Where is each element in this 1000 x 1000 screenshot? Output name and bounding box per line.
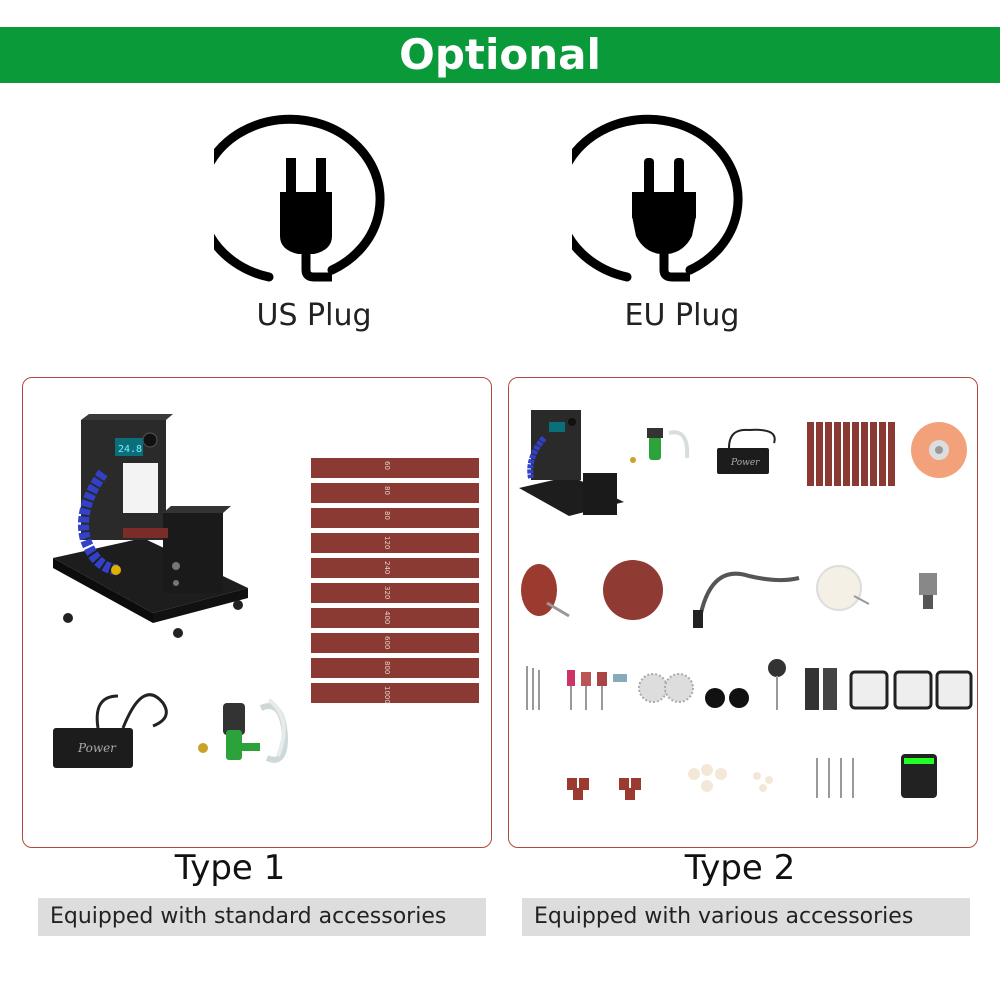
eu-plug-label: EU Plug bbox=[624, 298, 740, 333]
sanding-belt-grit-label: 320 bbox=[383, 586, 391, 599]
type-1-title: Type 1 bbox=[174, 848, 286, 888]
sanding-belt-small bbox=[870, 422, 877, 486]
sanding-belt-grit-label: 800 bbox=[383, 661, 391, 674]
polishing-compound-green bbox=[901, 754, 937, 798]
type-2-description: Equipped with various accessories bbox=[522, 898, 970, 936]
sanding-belt bbox=[311, 633, 479, 653]
type-2-accessories-image: Power bbox=[519, 410, 973, 800]
sanding-belts-small bbox=[807, 422, 895, 486]
sanding-belt-small bbox=[834, 422, 841, 486]
sanding-belt-grit-label: 1000 bbox=[383, 686, 391, 704]
sanding-belt-grit-label: 80 bbox=[383, 486, 391, 495]
power-adapter-small-label: Power bbox=[730, 458, 760, 468]
sanding-belt bbox=[311, 508, 479, 528]
sanding-belt-small bbox=[816, 422, 823, 486]
type-2-title: Type 2 bbox=[684, 848, 796, 888]
sanding-belt-grit-label: 60 bbox=[383, 461, 391, 470]
sanding-belt bbox=[311, 583, 479, 603]
sanding-belt-grit-label: 120 bbox=[383, 536, 391, 549]
polishing-compound-jars bbox=[849, 670, 973, 710]
type-1-accessories-image: 24.8 60 80 80 120 240 320 400 600 800 1000 Power bbox=[53, 414, 479, 768]
sanding-blocks bbox=[805, 668, 837, 710]
drill-bits-set bbox=[526, 666, 540, 710]
power-adapter-label: Power bbox=[77, 741, 117, 755]
cutoff-wheels bbox=[705, 688, 749, 708]
felt-polishing-wheels bbox=[688, 764, 773, 792]
sanding-belt-small bbox=[879, 422, 886, 486]
sanding-bands bbox=[567, 778, 641, 800]
belt-sander-machine-small bbox=[519, 410, 624, 516]
flex-shaft bbox=[693, 571, 800, 628]
sanding-belt bbox=[311, 483, 479, 503]
sanding-belts: 60 80 80 120 240 320 400 600 800 1000 bbox=[311, 458, 479, 704]
sanding-belt bbox=[311, 558, 479, 578]
sanding-belt-grit-label: 240 bbox=[383, 561, 391, 574]
wool-polishing-wheel bbox=[816, 565, 870, 611]
power-adapter-small: Power bbox=[717, 428, 776, 474]
sanding-belt-small bbox=[843, 422, 850, 486]
type-1-description: Equipped with standard accessories bbox=[38, 898, 486, 936]
svg-text:24.8: 24.8 bbox=[118, 444, 142, 455]
header-banner bbox=[0, 27, 1000, 83]
power-adapter: Power bbox=[53, 693, 168, 768]
us-plug-label: US Plug bbox=[256, 298, 372, 333]
water-pump-kit-small bbox=[630, 428, 690, 463]
sanding-disc-mandrel bbox=[521, 564, 570, 618]
belt-sander-machine: 24.8 bbox=[53, 414, 248, 638]
drill-chuck bbox=[919, 573, 937, 609]
sanding-belt bbox=[311, 683, 479, 703]
sanding-belt bbox=[311, 608, 479, 628]
eu-plug-icon bbox=[572, 112, 772, 292]
mandrels bbox=[816, 758, 854, 798]
page-title: Optional bbox=[399, 30, 601, 79]
sanding-disc-round bbox=[603, 560, 663, 620]
sanding-belt-small bbox=[852, 422, 859, 486]
sanding-belt-small bbox=[861, 422, 868, 486]
wire-brush bbox=[768, 659, 786, 710]
sanding-belt-grit-label: 600 bbox=[383, 636, 391, 649]
saw-blades bbox=[638, 673, 694, 703]
polishing-disc bbox=[911, 422, 967, 478]
sanding-belt-grit-label: 400 bbox=[383, 611, 391, 624]
sanding-belt bbox=[311, 658, 479, 678]
water-pump-kit bbox=[198, 698, 289, 763]
sanding-belt bbox=[311, 458, 479, 478]
sanding-belt bbox=[311, 533, 479, 553]
sanding-belt-small bbox=[825, 422, 832, 486]
us-plug-icon bbox=[214, 112, 414, 292]
grinding-stones bbox=[567, 670, 627, 710]
type-1-panel: 24.8 60 80 80 120 240 320 400 600 800 1000 Power bbox=[22, 377, 492, 848]
sanding-belt-small bbox=[888, 422, 895, 486]
sanding-belt-grit-label: 80 bbox=[383, 511, 391, 520]
type-2-panel: Power bbox=[508, 377, 978, 848]
sanding-belt-small bbox=[807, 422, 814, 486]
